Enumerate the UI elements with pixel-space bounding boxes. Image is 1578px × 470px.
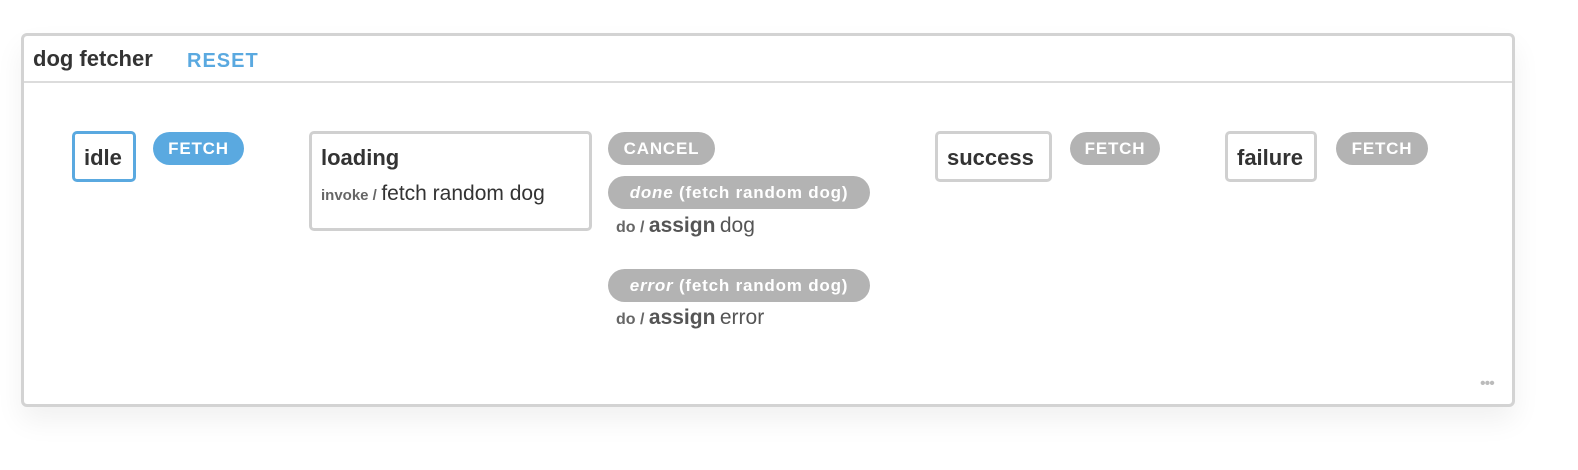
event-loading-cancel[interactable]: CANCEL [608,132,715,165]
event-error-prefix: error [629,276,674,295]
event-loading-done[interactable]: done (fetch random dog) [608,176,870,209]
event-done-label: (fetch random dog) [679,183,849,202]
event-done-prefix: done [629,183,674,202]
machine-title: dog fetcher [33,46,153,71]
state-loading-label: loading [321,145,400,170]
action-done-assign: do / assign dog [616,214,755,238]
state-machine-panel: dog fetcher RESET [21,33,1515,407]
event-loading-error[interactable]: error (fetch random dog) [608,269,870,302]
action-done-keyword: assign [648,214,716,237]
state-idle[interactable]: idle [72,131,136,182]
invoke-row: invoke / fetch random dog [321,182,545,206]
action-error-do: do / [616,311,645,328]
event-success-fetch[interactable]: FETCH [1070,132,1160,165]
more-options-icon[interactable]: ••• [1480,375,1495,392]
action-error-arg: error [719,306,765,329]
action-error-keyword: assign [648,306,716,329]
state-failure[interactable]: failure [1225,131,1317,182]
action-error-assign: do / assign error [616,306,764,330]
event-idle-fetch[interactable]: FETCH [153,132,244,165]
machine-header: dog fetcher RESET [24,36,1512,83]
state-failure-label: failure [1237,145,1304,170]
action-done-arg: dog [719,214,755,237]
invoke-source: fetch random dog [381,182,545,205]
reset-button[interactable]: RESET [187,50,259,72]
invoke-label: invoke / [321,187,377,204]
event-error-label: (fetch random dog) [678,276,849,295]
state-success-label: success [947,145,1034,170]
state-loading[interactable]: loading invoke / fetch random dog [309,131,592,231]
state-idle-label: idle [84,145,122,170]
action-done-do: do / [616,219,645,236]
state-success[interactable]: success [935,131,1052,182]
event-failure-fetch[interactable]: FETCH [1336,132,1428,165]
